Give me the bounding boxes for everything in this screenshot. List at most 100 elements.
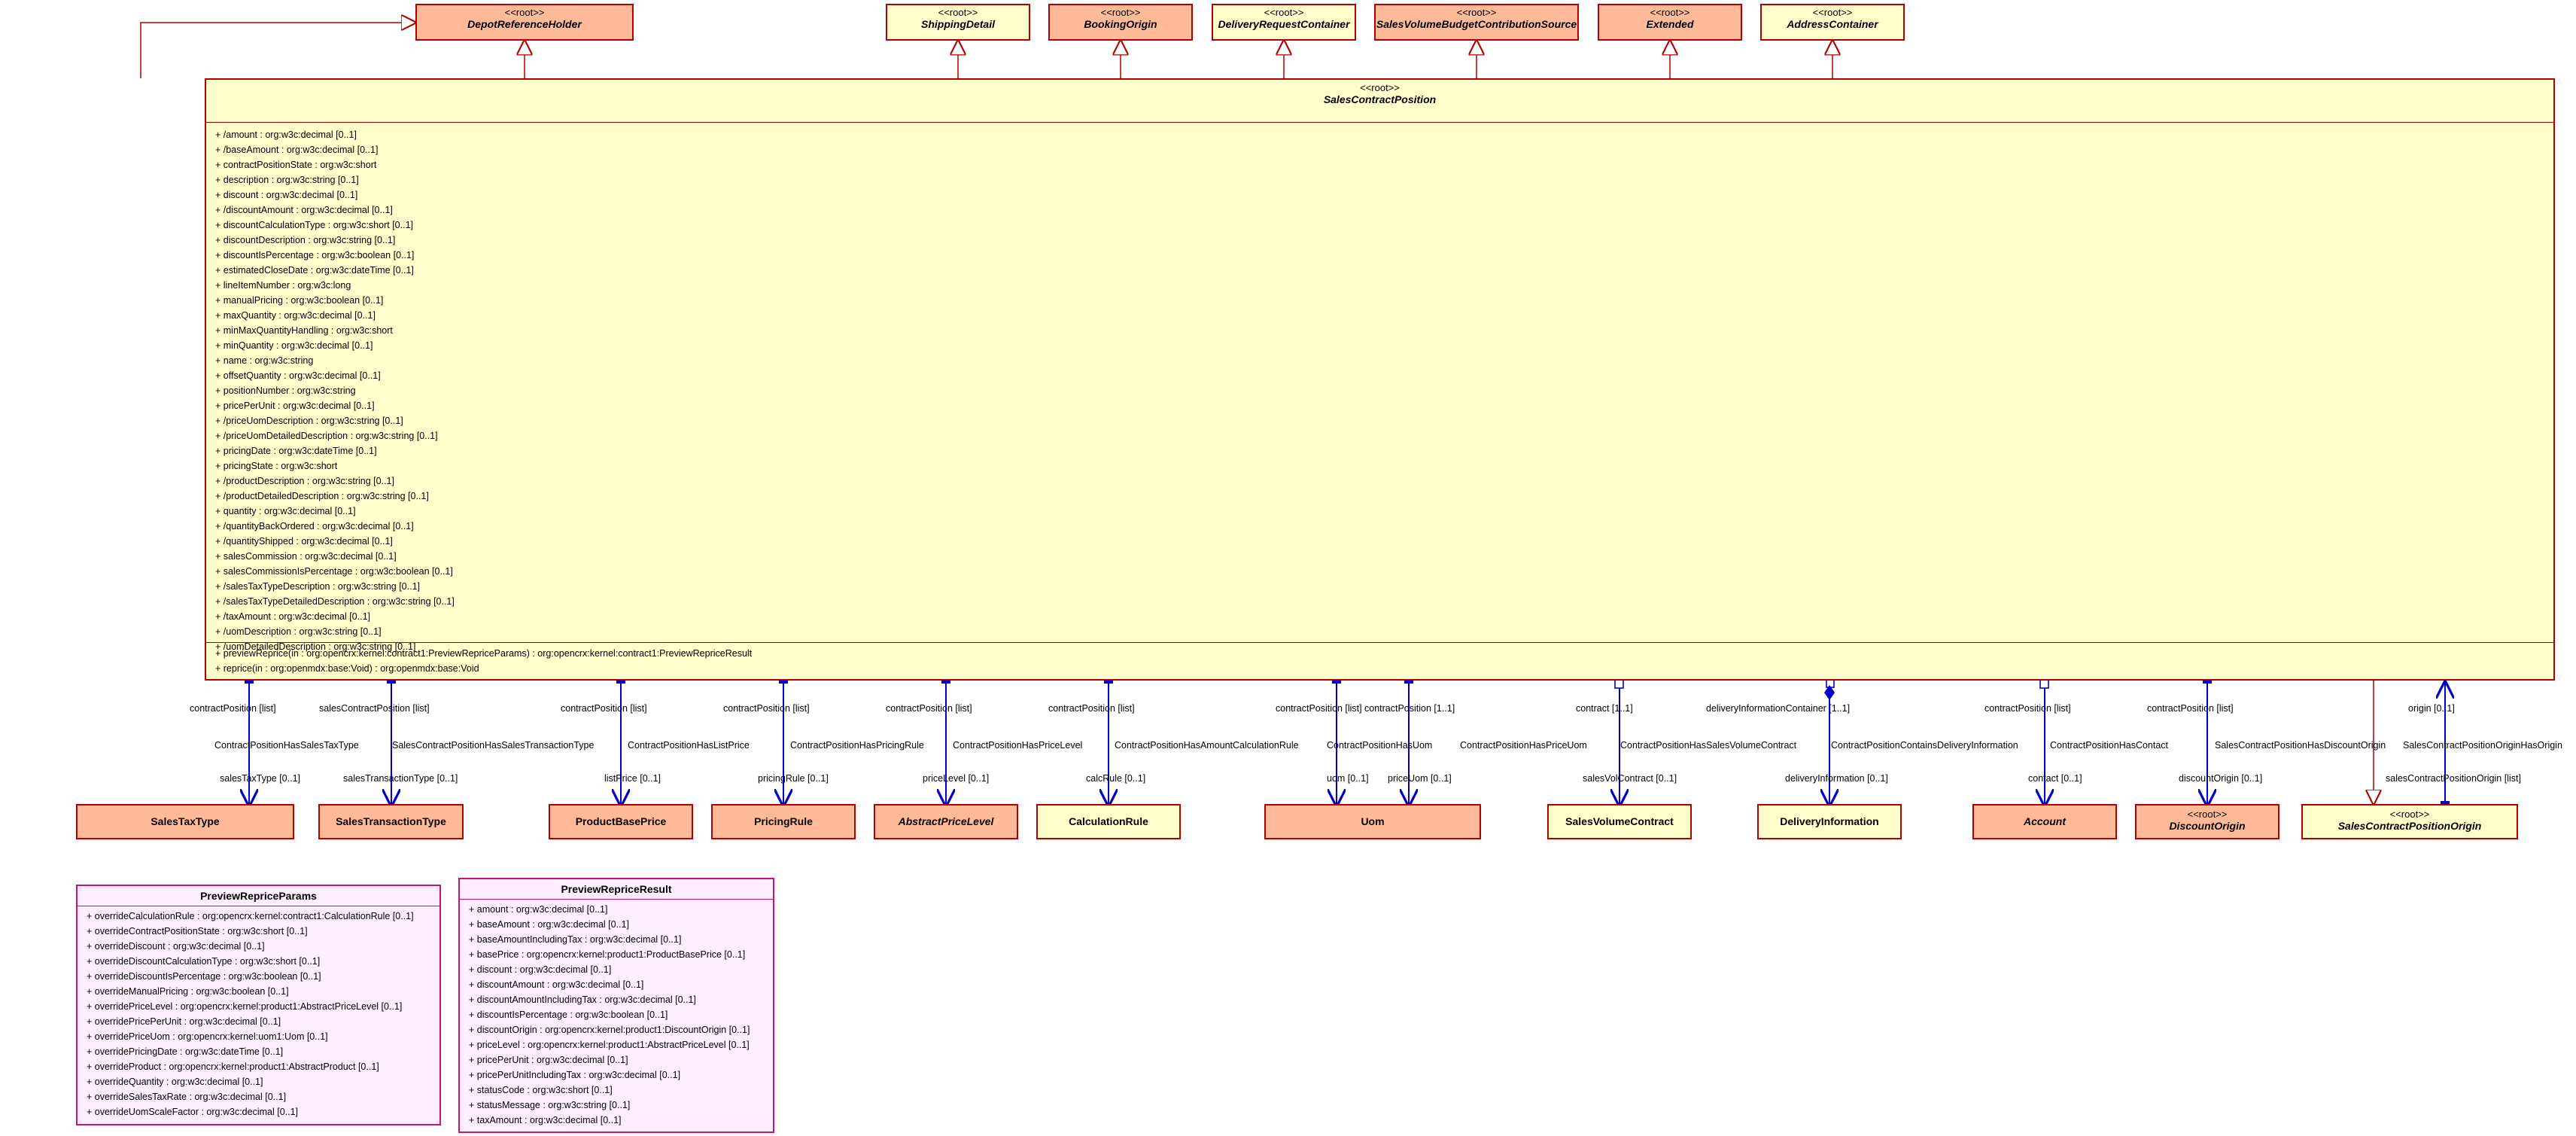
attribute-row: + /baseAmount : org:w3c:decimal [0..1] bbox=[215, 145, 379, 155]
association-label-top: contractPosition [list] bbox=[1984, 703, 2071, 714]
generalization-line bbox=[140, 23, 415, 78]
attribute-row: + /uomDetailedDescription : org:w3c:stri… bbox=[215, 641, 416, 652]
class-name: SalesVolumeContract bbox=[1565, 815, 1674, 827]
association-label-mid: ContractPositionHasSalesVolumeContract bbox=[1620, 740, 1797, 751]
association-label-mid: ContractPositionContainsDeliveryInformat… bbox=[1831, 740, 2018, 751]
attribute-row: + description : org:w3c:string [0..1] bbox=[215, 175, 359, 185]
class-name: CalculationRule bbox=[1069, 815, 1148, 827]
attribute-row: + amount : org:w3c:decimal [0..1] bbox=[469, 904, 608, 915]
class-salestransactiontype[interactable]: SalesTransactionType bbox=[318, 804, 464, 839]
association-label-top: salesContractPosition [list] bbox=[319, 703, 430, 714]
class-abstractpricelevel[interactable]: AbstractPriceLevel bbox=[874, 804, 1018, 839]
class-name: SalesContractPositionOrigin bbox=[2337, 820, 2482, 832]
class-name: PreviewRepriceParams bbox=[78, 886, 439, 906]
composition-diamond bbox=[1824, 685, 1835, 700]
attribute-row: + overrideDiscountCalculationType : org:… bbox=[87, 956, 321, 967]
class-pricingrule[interactable]: PricingRule bbox=[711, 804, 856, 839]
association-label-top: contract [1..1] bbox=[1576, 703, 1633, 714]
class-calculationrule[interactable]: CalculationRule bbox=[1036, 804, 1181, 839]
class-uom[interactable]: Uom bbox=[1264, 804, 1481, 839]
attribute-compartment: + amount : org:w3c:decimal [0..1] + baseA… bbox=[460, 900, 773, 1128]
class-name: DeliveryRequestContainer bbox=[1218, 18, 1350, 30]
class-bookingorigin[interactable]: <<root>>BookingOrigin bbox=[1048, 4, 1193, 41]
attribute-row: + baseAmount : org:w3c:decimal [0..1] bbox=[469, 919, 629, 930]
association-label-mid: SalesContractPositionOriginHasOrigin bbox=[2403, 740, 2562, 751]
association-label-top: contractPosition [list] bbox=[561, 703, 647, 714]
attribute-row: + discount : org:w3c:decimal [0..1] bbox=[215, 190, 358, 200]
attribute-row: + discountIsPercentage : org:w3c:boolean… bbox=[215, 250, 415, 260]
stereotype-label: <<root>> bbox=[1100, 7, 1141, 18]
attribute-row: + discountOrigin : org:opencrx:kernel:pr… bbox=[469, 1025, 750, 1035]
struct-previewrepriceresult[interactable]: PreviewRepriceResult + amount : org:w3c:… bbox=[458, 878, 774, 1133]
association-label-bottom: listPrice [0..1] bbox=[604, 773, 661, 784]
class-discountorigin[interactable]: <<root>>DiscountOrigin bbox=[2135, 804, 2279, 839]
class-salescontractpositionorigin[interactable]: <<root>>SalesContractPositionOrigin bbox=[2301, 804, 2518, 839]
stereotype-label: <<root>> bbox=[938, 7, 978, 18]
class-name: PreviewRepriceResult bbox=[460, 879, 773, 900]
class-deliveryrequestcontainer[interactable]: <<root>>DeliveryRequestContainer bbox=[1212, 4, 1356, 41]
class-name: AbstractPriceLevel bbox=[898, 815, 994, 827]
class-name: SalesTaxType bbox=[151, 815, 220, 827]
attribute-row: + overrideSalesTaxRate : org:w3c:decimal… bbox=[87, 1092, 287, 1102]
attribute-row: + pricingDate : org:w3c:dateTime [0..1] bbox=[215, 446, 377, 456]
class-name: AddressContainer bbox=[1787, 18, 1878, 30]
association-label-top: deliveryInformationContainer [1..1] bbox=[1706, 703, 1851, 714]
attribute-row: + name : org:w3c:string bbox=[215, 355, 314, 366]
aggregation-diamond bbox=[2039, 679, 2049, 689]
association-label-bottom: salesContractPositionOrigin [list] bbox=[2386, 773, 2521, 784]
class-deliveryinformation[interactable]: DeliveryInformation bbox=[1757, 804, 1902, 839]
association-label-bottom: pricingRule [0..1] bbox=[758, 773, 829, 784]
association-label-mid: ContractPositionHasUom bbox=[1327, 740, 1433, 751]
class-name: SalesContractPosition bbox=[1323, 93, 1437, 105]
attribute-row: + discountAmountIncludingTax : org:w3c:d… bbox=[469, 994, 696, 1005]
attribute-row: + statusCode : org:w3c:short [0..1] bbox=[469, 1085, 613, 1095]
association-label-bottom: uom [0..1] bbox=[1327, 773, 1369, 784]
class-extended[interactable]: <<root>>Extended bbox=[1598, 4, 1742, 41]
attribute-row: + /salesTaxTypeDescription : org:w3c:str… bbox=[215, 581, 420, 592]
struct-previewrepriceparams[interactable]: PreviewRepriceParams + overrideCalculati… bbox=[76, 885, 441, 1125]
operation-row: + reprice(in : org:openmdx:base:Void) : … bbox=[215, 663, 479, 674]
aggregation-diamond bbox=[1614, 679, 1624, 689]
class-name: DiscountOrigin bbox=[2169, 820, 2246, 832]
association-label-mid: ContractPositionHasPriceUom bbox=[1460, 740, 1587, 751]
class-name: PricingRule bbox=[754, 815, 813, 827]
class-addresscontainer[interactable]: <<root>>AddressContainer bbox=[1760, 4, 1905, 41]
association-label-mid: ContractPositionHasListPrice bbox=[628, 740, 750, 751]
stereotype-label: <<root>> bbox=[1264, 7, 1304, 18]
association-label-bottom: deliveryInformation [0..1] bbox=[1785, 773, 1888, 784]
attribute-row: + overrideUomScaleFactor : org:w3c:decim… bbox=[87, 1107, 299, 1117]
attribute-row: + lineItemNumber : org:w3c:long bbox=[215, 280, 351, 291]
class-salestaxtype[interactable]: SalesTaxType bbox=[76, 804, 294, 839]
attribute-row: + /priceUomDescription : org:w3c:string … bbox=[215, 416, 403, 426]
class-shippingdetail[interactable]: <<root>>ShippingDetail bbox=[886, 4, 1030, 41]
attribute-row: + discount : org:w3c:decimal [0..1] bbox=[469, 964, 612, 975]
attribute-row: + quantity : org:w3c:decimal [0..1] bbox=[215, 506, 356, 516]
attribute-row: + /quantityBackOrdered : org:w3c:decimal… bbox=[215, 521, 414, 531]
attribute-row: + pricePerUnit : org:w3c:decimal [0..1] bbox=[215, 400, 375, 411]
attribute-row: + overridePriceLevel : org:opencrx:kerne… bbox=[87, 1001, 403, 1012]
class-salesvolumecontract[interactable]: SalesVolumeContract bbox=[1547, 804, 1692, 839]
class-name: ProductBasePrice bbox=[575, 815, 667, 827]
association-label-mid: ContractPositionHasAmountCalculationRule bbox=[1115, 740, 1299, 751]
class-name: SalesTransactionType bbox=[336, 815, 446, 827]
class-name: SalesVolumeBudgetContributionSource bbox=[1376, 18, 1577, 30]
attribute-row: + salesCommissionIsPercentage : org:w3c:… bbox=[215, 566, 453, 577]
class-salescontractposition[interactable]: <<root>>SalesContractPosition + /amount … bbox=[205, 78, 2555, 681]
attribute-row: + positionNumber : org:w3c:string bbox=[215, 385, 356, 396]
association-label-mid: ContractPositionHasContact bbox=[2050, 740, 2169, 751]
association-label-bottom: salesTransactionType [0..1] bbox=[343, 773, 458, 784]
attribute-row: + contractPositionState : org:w3c:short bbox=[215, 160, 377, 170]
class-productbaseprice[interactable]: ProductBasePrice bbox=[549, 804, 693, 839]
class-salesvolumebudgetcontributionsource[interactable]: <<root>>SalesVolumeBudgetContributionSou… bbox=[1374, 4, 1579, 41]
stereotype-label: <<root>> bbox=[2389, 809, 2430, 820]
attribute-row: + discountDescription : org:w3c:string [… bbox=[215, 235, 396, 245]
class-depotreferenceholder[interactable]: <<root>>DepotReferenceHolder bbox=[415, 4, 634, 41]
association-label-bottom: contact [0..1] bbox=[2028, 773, 2082, 784]
attribute-row: + pricePerUnit : org:w3c:decimal [0..1] bbox=[469, 1055, 628, 1065]
attribute-row: + pricePerUnitIncludingTax : org:w3c:dec… bbox=[469, 1070, 681, 1080]
association-label-bottom: discountOrigin [0..1] bbox=[2179, 773, 2263, 784]
stereotype-label: <<root>> bbox=[1650, 7, 1690, 18]
class-name: Uom bbox=[1361, 815, 1385, 827]
class-account[interactable]: Account bbox=[1972, 804, 2117, 839]
